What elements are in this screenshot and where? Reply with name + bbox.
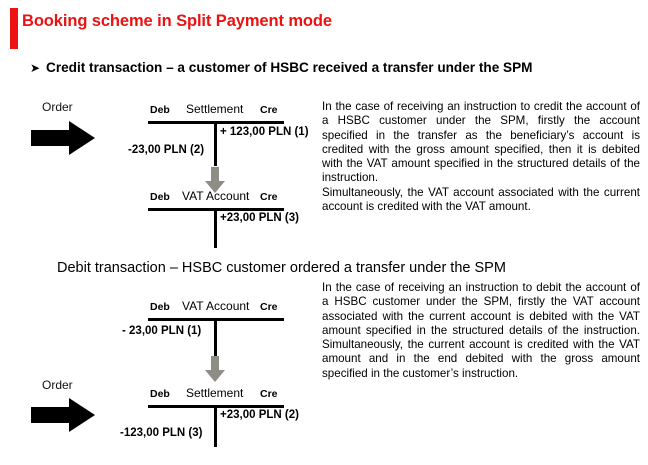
taccount-credit-label: Cre — [260, 104, 278, 116]
bullet-arrow-icon: ➤ — [30, 61, 41, 75]
page-title: Booking scheme in Split Payment mode — [22, 12, 332, 30]
taccount-credit-vat: Deb VAT Account Cre +23,00 PLN (3) — [148, 189, 299, 248]
title-accent-bar — [10, 8, 18, 49]
credit-paragraph-1: In the case of receiving an instruction … — [322, 100, 640, 185]
credit-paragraph-2: Simultaneously, the VAT account associat… — [322, 185, 640, 214]
taccount-debit-settlement: Deb Settlement Cre +23,00 PLN (2) -123,0… — [120, 386, 299, 448]
debit-description-block: In the case of receiving an instruction … — [322, 281, 640, 381]
taccount-credit-settlement: Deb Settlement Cre + 123,00 PLN (1) -23,… — [128, 102, 309, 166]
flow-down-arrow-credit-icon — [205, 167, 225, 193]
taccount-title: VAT Account — [182, 299, 250, 313]
section-heading-credit: ➤ Credit transaction – a customer of HSBC… — [30, 60, 533, 75]
taccount-credit-label: Cre — [260, 388, 278, 400]
credit-description-block: In the case of receiving an instruction … — [322, 100, 640, 214]
taccount-title: Settlement — [186, 102, 244, 116]
taccount-debit-label: Deb — [150, 301, 170, 313]
taccount-debit-vat: Deb VAT Account Cre - 23,00 PLN (1) — [122, 299, 298, 363]
taccount-debit-label: Deb — [150, 388, 170, 400]
taccount-credit-amount: +23,00 PLN (2) — [220, 409, 299, 421]
taccount-title: Settlement — [186, 386, 244, 400]
order-label-credit: Order — [42, 100, 73, 114]
section-heading-debit: Debit transaction – HSBC customer ordere… — [57, 260, 506, 276]
order-arrow-debit-icon — [31, 398, 95, 432]
taccount-credit-label: Cre — [260, 301, 278, 313]
flow-down-arrow-debit-icon — [205, 356, 225, 382]
section-heading-credit-label: Credit transaction – a customer of HSBC … — [46, 60, 533, 75]
taccount-credit-amount: + 123,00 PLN (1) — [220, 126, 309, 138]
taccount-credit-label: Cre — [260, 191, 278, 203]
taccount-debit-label: Deb — [150, 104, 170, 116]
taccount-debit-amount: -123,00 PLN (3) — [120, 427, 203, 439]
taccount-debit-amount: -23,00 PLN (2) — [128, 144, 205, 156]
taccount-credit-amount: +23,00 PLN (3) — [220, 212, 299, 224]
order-label-debit: Order — [42, 378, 73, 392]
taccount-debit-label: Deb — [150, 191, 170, 203]
debit-paragraph-1: In the case of receiving an instruction … — [322, 281, 640, 380]
order-arrow-credit-icon — [31, 121, 95, 155]
taccount-title: VAT Account — [182, 189, 250, 203]
taccount-debit-amount: - 23,00 PLN (1) — [122, 325, 202, 337]
